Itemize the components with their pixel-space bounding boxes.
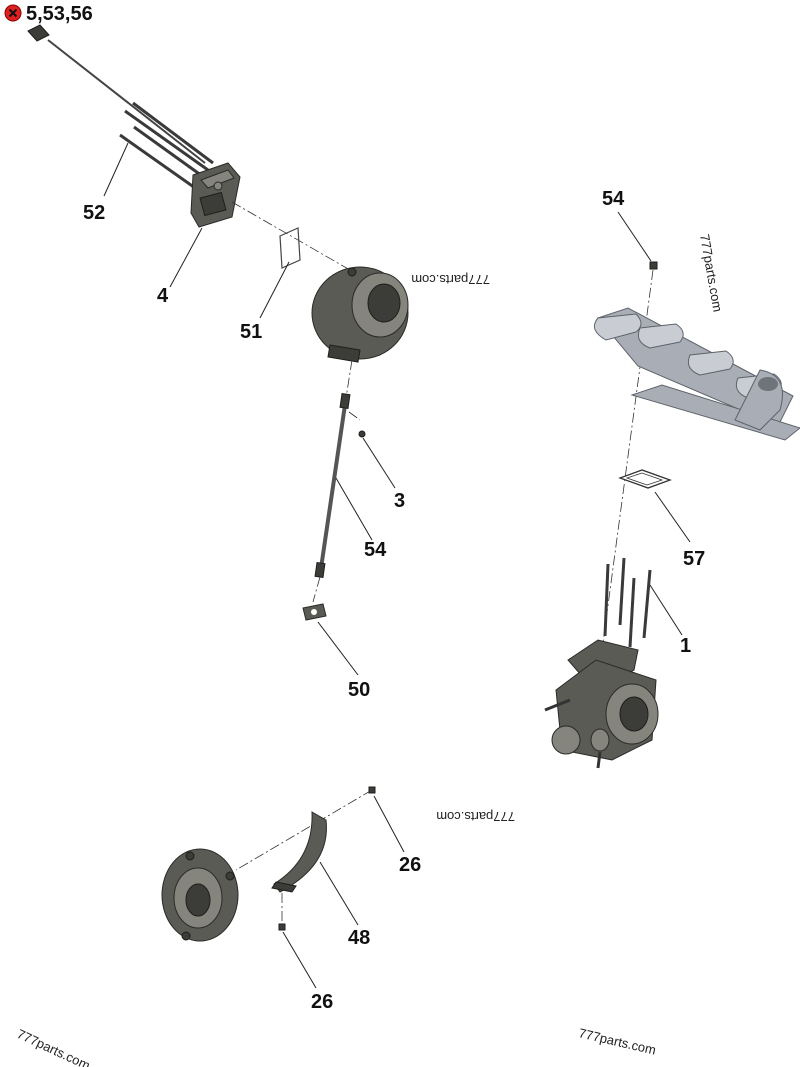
leader-54-mid [335,477,373,541]
exhaust-manifold [593,307,800,441]
studs-part-1 [603,557,652,648]
callout-26-bottom[interactable]: 26 [311,991,333,1013]
leader-54-top [617,211,652,262]
ref-marker-icon[interactable] [4,4,22,22]
gasket-part-57 [618,469,672,489]
leader-50 [317,621,359,676]
leader-51 [259,261,290,319]
header-ref-label: 5,53,56 [26,3,93,25]
callout-54-mid[interactable]: 54 [364,539,387,561]
assembly-line-band [235,789,373,871]
assembly-line-50 [312,576,321,603]
watermark-3: 777parts.com [436,809,515,824]
leader-52 [103,142,129,197]
callout-50[interactable]: 50 [348,679,370,701]
sensor-wire [27,24,206,164]
bolts-52 [119,101,214,192]
v-band-clamp-part-48 [271,811,327,893]
gasket-part-51 [279,227,301,269]
callout-3[interactable]: 3 [394,490,405,512]
leader-3 [362,437,396,489]
watermark-5: 777parts.com [577,1025,657,1057]
turbocharger-assembly [544,639,659,769]
actuator-part-4 [190,162,241,228]
nut-part-26-top [368,786,376,794]
callout-57[interactable]: 57 [683,548,705,570]
callout-52[interactable]: 52 [83,202,105,224]
actuator-rod-part-54 [314,392,351,579]
callout-51[interactable]: 51 [240,321,262,343]
callout-1[interactable]: 1 [680,635,691,657]
callout-48[interactable]: 48 [348,927,370,949]
leader-1 [649,584,683,636]
assembly-line-rod [345,359,353,399]
callout-54-top[interactable]: 54 [602,188,625,210]
watermark-4: 777parts.com [15,1026,93,1067]
turbo-housing-upper [311,266,409,363]
callout-4[interactable]: 4 [157,285,169,307]
bracket-part-50 [302,603,327,621]
leader-48 [319,861,359,926]
assembly-line-3 [348,411,361,421]
leader-26-top [373,795,405,853]
watermark-1: 777parts.com [411,272,490,287]
nut-part-54 [649,261,658,270]
compressor-housing [161,848,239,942]
leader-57 [654,491,691,543]
watermark-2: 777parts.com [697,233,725,313]
nut-part-26-bottom [278,923,286,931]
leader-26-bottom [282,931,317,989]
clip-part-3 [358,430,366,438]
leader-4 [169,227,203,288]
callout-26-top[interactable]: 26 [399,854,421,876]
assembly-line-actuator [231,201,351,271]
